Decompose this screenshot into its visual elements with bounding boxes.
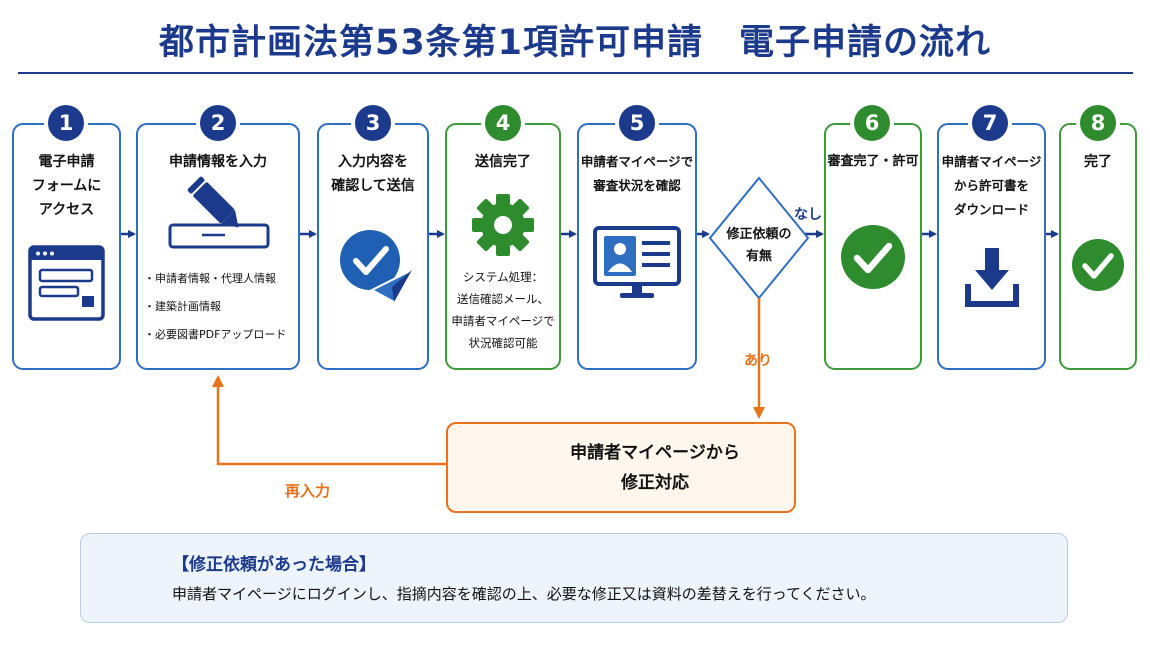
step-title-5: 申請者マイページで 審査状況を確認 <box>580 154 694 193</box>
gear-icon <box>472 194 534 256</box>
decision-no-label: なし <box>794 207 822 223</box>
step-title-8: 完了 <box>1084 154 1112 170</box>
info-title: 【修正依頼があった場合】 <box>172 555 376 575</box>
reentry-label: 再入力 <box>285 482 331 500</box>
download-icon <box>965 248 1019 307</box>
step-number-7: 7 <box>972 105 1008 141</box>
step-title-4: 送信完了 <box>475 154 531 170</box>
step-number-1: 1 <box>48 105 84 141</box>
page-title: 都市計画法第53条第1項許可申請 電子申請の流れ <box>158 23 992 63</box>
step-2-bullets: ・申請者情報・代理人情報 ・建築計画情報 ・必要図書PDFアップロード <box>144 265 286 349</box>
browser-form-icon <box>28 245 105 321</box>
step-number-5: 5 <box>619 105 655 141</box>
step-number-4: 4 <box>485 105 521 141</box>
step-number-3: 3 <box>355 105 391 141</box>
bullet-pdf-upload: ・必要図書PDFアップロード <box>144 328 287 341</box>
pencil-form-icon <box>168 176 270 249</box>
monitor-profile-icon <box>593 226 681 298</box>
step-title-6: 審査完了・許可 <box>827 154 919 169</box>
check-circle-icon-6 <box>841 225 905 289</box>
bullet-applicant-info: ・申請者情報・代理人情報 <box>144 272 276 285</box>
check-send-icon <box>340 230 415 304</box>
info-body: 申請者マイページにログインし、指摘内容を確認の上、必要な修正又は資料の差替えを行… <box>172 585 876 603</box>
decision-label: 修正依頼の 有無 <box>726 227 792 264</box>
step-title-1: 電子申請 フォームに アクセス <box>31 154 102 218</box>
info-box <box>80 533 1068 623</box>
correction-title: 申請者マイページから 修正対応 <box>570 443 740 493</box>
step-number-2: 2 <box>200 105 236 141</box>
step-title-7: 申請者マイページ から許可書を ダウンロード <box>941 154 1042 217</box>
step-title-2: 申請情報を入力 <box>169 154 267 170</box>
step-number-8: 8 <box>1080 105 1116 141</box>
check-circle-icon-8 <box>1072 239 1124 291</box>
step-card-7 <box>937 123 1046 370</box>
correction-box <box>446 422 796 513</box>
step-number-6: 6 <box>854 105 890 141</box>
arrow-correction-to-step2 <box>212 375 446 466</box>
step-title-3: 入力内容を 確認して送信 <box>331 154 415 194</box>
title-underline <box>18 72 1133 74</box>
step-4-system-note: システム処理： 送信確認メール、 申請者マイページで 状況確認可能 <box>451 270 555 350</box>
step-card-8 <box>1059 123 1137 370</box>
bullet-building-plan: ・建築計画情報 <box>144 300 221 313</box>
decision-yes-label: あり <box>744 353 772 369</box>
